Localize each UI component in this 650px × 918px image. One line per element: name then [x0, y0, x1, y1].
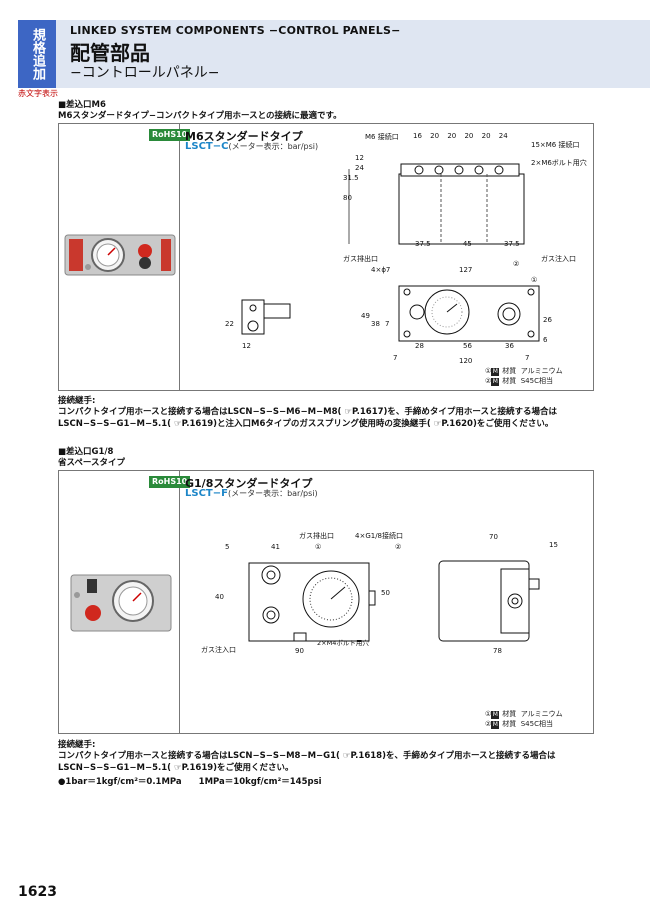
dim-12: 12 — [355, 154, 364, 162]
callout-1: ① — [531, 276, 538, 284]
callout-2: ② — [513, 260, 520, 268]
dim-7c: 7 — [525, 354, 530, 362]
dim-49: 49 — [361, 312, 370, 320]
dim-26: 26 — [543, 316, 552, 324]
callout-1: ① — [315, 543, 322, 551]
dim-12b: 12 — [242, 342, 251, 350]
product-code: LSCT−F(メーター表示：bar/psi) — [185, 488, 318, 499]
dim-78: 78 — [493, 647, 502, 655]
section2-heading: ■差込口G1/8 — [58, 447, 114, 457]
dim-56: 56 — [463, 342, 472, 350]
product-photo — [64, 234, 176, 276]
section2-description: 省スペースタイプ — [58, 458, 125, 468]
section1-description: M6スタンダードタイプ−コンパクトタイプ用ホースとの接続に最適です。 — [58, 111, 342, 121]
dim-127: 127 — [459, 266, 473, 274]
red-text-note: 赤文字表示 — [18, 89, 58, 98]
dim-5: 5 — [225, 543, 230, 551]
product-title: M6スタンダードタイプ — [185, 130, 303, 143]
callout-gas-in: ガス注入口 — [201, 646, 236, 654]
callout-bolt-hole: 2×M4ボルト用穴 — [317, 639, 369, 647]
dim-120: 120 — [459, 357, 473, 365]
panel-divider — [179, 124, 180, 390]
material-m-icon: M — [491, 378, 500, 386]
material-m-icon: M — [491, 368, 500, 376]
dim-38: 38 — [371, 320, 380, 328]
dims-top: 16 20 20 20 20 24 — [413, 132, 508, 140]
page-number: 1623 — [18, 884, 57, 900]
rohs-badge: RoHS10 — [149, 476, 191, 488]
joint-text-1: コンパクトタイプ用ホースと接続する場合はLSCN−S−S−M6−M−M8( ☞P… — [58, 407, 558, 429]
dim-28: 28 — [415, 342, 424, 350]
drawing-side-view — [438, 560, 540, 642]
new-spec-tag: 規格追加 — [18, 20, 56, 88]
section1-panel: RoHS10 M6スタンダードタイプ LSCT−C(メーター表示：bar/psi… — [58, 123, 594, 391]
dim-7b: 7 — [393, 354, 398, 362]
rohs-badge: RoHS10 — [149, 129, 191, 141]
callout-gas-out: ガス排出口 — [299, 532, 334, 540]
product-photo — [70, 574, 172, 632]
unit-note: ●1bar＝1kgf/cm²＝0.1MPa 1MPa＝10kgf/cm²＝145… — [58, 777, 322, 787]
series-title: LINKED SYSTEM COMPONENTS −CONTROL PANELS… — [70, 24, 401, 37]
product-code: LSCT−C(メーター表示：bar/psi) — [185, 141, 319, 152]
dim-36: 36 — [505, 342, 514, 350]
drawing-plan-view — [398, 285, 540, 342]
dim-41: 41 — [271, 543, 280, 551]
section2-panel: RoHS10 G1/8スタンダードタイプ LSCT−F(メーター表示：bar/p… — [58, 470, 594, 734]
dim-15: 15 — [549, 541, 558, 549]
callout-holes: 4×ϕ7 — [371, 266, 391, 274]
dims-bottom: 37.5 45 37.5 — [415, 240, 520, 248]
header-band — [56, 20, 650, 88]
page-subtitle: −コントロールパネル− — [70, 65, 220, 81]
material-m-icon: M — [491, 711, 500, 719]
dim-31-5: 31.5 — [343, 174, 359, 182]
callout-m6-count: 15×M6 接続口 — [531, 141, 580, 149]
dim-90: 90 — [295, 647, 304, 655]
dim-24: 24 — [355, 164, 364, 172]
joint-text-2: コンパクトタイプ用ホースと接続する場合はLSCN−S−S−M8−M−G1( ☞P… — [58, 751, 556, 773]
joint-heading-1: 接続継手: — [58, 396, 96, 406]
material-m-icon: M — [491, 721, 500, 729]
product-title: G1/8スタンダードタイプ — [185, 477, 313, 490]
panel-divider — [179, 471, 180, 733]
dim-7a: 7 — [385, 320, 390, 328]
callout-gas-in: ガス注入口 — [541, 255, 576, 263]
callout-m6-port: M6 接続口 — [365, 133, 399, 141]
dim-6: 6 — [543, 336, 548, 344]
callout-g18-port: 4×G1/8接続口 — [355, 532, 404, 540]
dim-22: 22 — [225, 320, 234, 328]
dim-80: 80 — [343, 194, 352, 202]
drawing-front-view — [348, 163, 525, 245]
drawing-front-view — [248, 562, 376, 642]
section1-heading: ■差込口M6 — [58, 100, 106, 110]
drawing-side-view — [241, 299, 291, 335]
dim-50: 50 — [381, 589, 390, 597]
dim-40: 40 — [215, 593, 224, 601]
dim-70: 70 — [489, 533, 498, 541]
callout-2: ② — [395, 543, 402, 551]
callout-bolt-hole: 2×M6ボルト用穴 — [531, 159, 587, 167]
joint-heading-2: 接続継手: — [58, 740, 96, 750]
callout-gas-out: ガス排出口 — [343, 255, 378, 263]
page-title: 配管部品 — [70, 41, 150, 65]
